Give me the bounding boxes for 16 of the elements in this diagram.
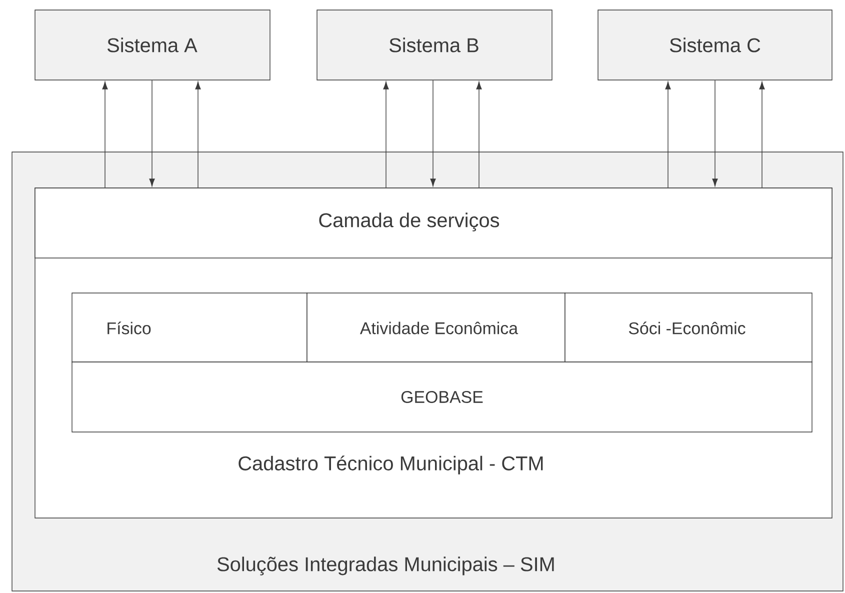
arrow [383, 82, 389, 188]
arrow [759, 82, 765, 188]
system-box: Sistema B [316, 10, 552, 80]
service-band: Camada de serviços [34, 188, 832, 258]
arrow [195, 82, 201, 188]
arrow [149, 80, 155, 186]
system-box: Sistema A [34, 10, 270, 80]
arrow [102, 82, 108, 188]
arrow [712, 80, 718, 186]
arrow [665, 82, 671, 188]
table-cell: Atividade Econômica [306, 292, 566, 362]
system-box: Sistema C [598, 10, 832, 80]
table-cell: Sóci -Econômic [564, 292, 812, 362]
arrow [430, 80, 436, 186]
table-cell: Físico [72, 292, 308, 362]
arrow [476, 82, 482, 188]
